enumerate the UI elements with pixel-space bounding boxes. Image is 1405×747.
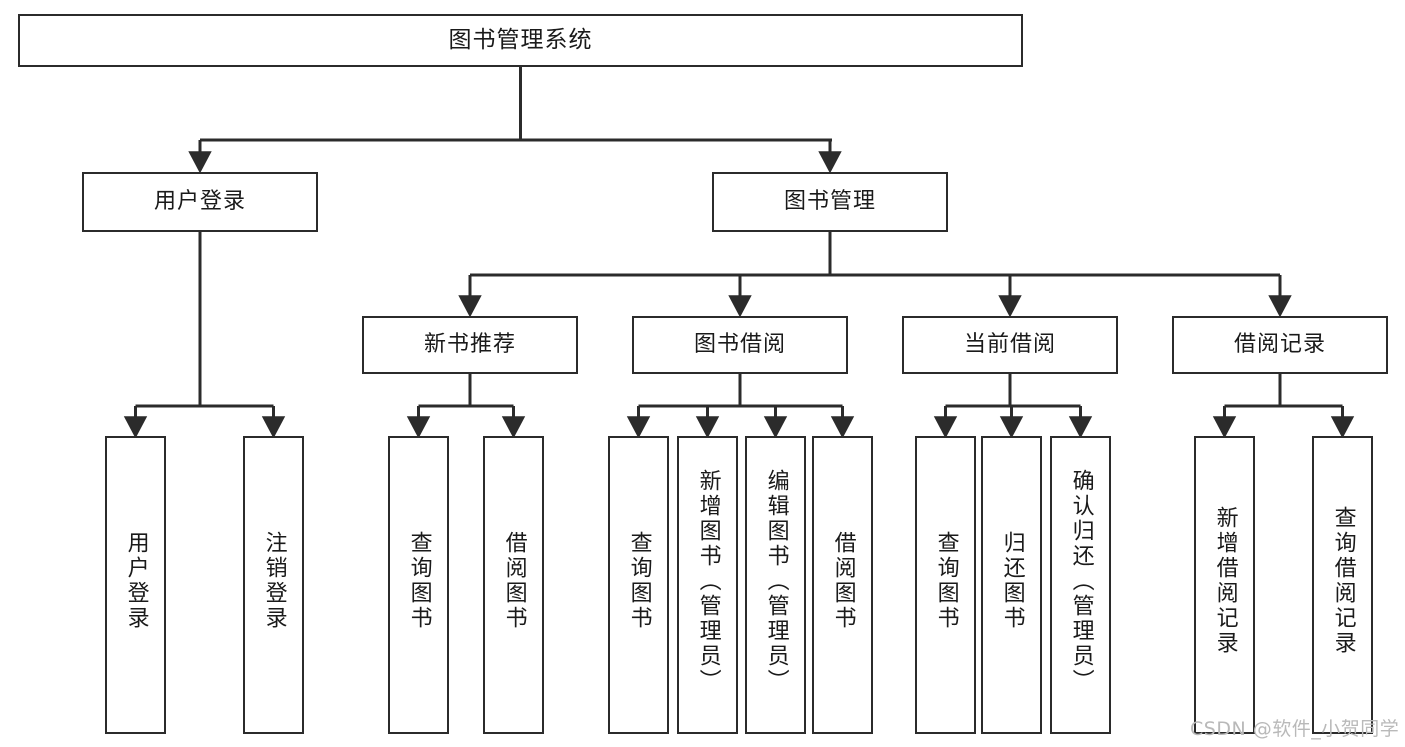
- node-leaf-add-book[interactable]: 新增图书（管理员）: [677, 436, 738, 734]
- node-new-book-rec[interactable]: 新书推荐: [362, 316, 578, 374]
- node-leaf-query-book-3[interactable]: 查询图书: [915, 436, 976, 734]
- node-leaf-user-login-label: 用户登录: [123, 531, 149, 631]
- node-leaf-user-logout[interactable]: 注销登录: [243, 436, 304, 734]
- node-leaf-borrow-book-2-label: 借阅图书: [830, 531, 856, 631]
- node-leaf-borrow-book-1-label: 借阅图书: [501, 531, 527, 631]
- node-leaf-query-book-2-label: 查询图书: [626, 531, 652, 631]
- node-leaf-return-book[interactable]: 归还图书: [981, 436, 1042, 734]
- node-borrow-record-label: 借阅记录: [1233, 331, 1326, 357]
- node-book-borrow[interactable]: 图书借阅: [632, 316, 848, 374]
- node-leaf-user-login[interactable]: 用户登录: [105, 436, 166, 734]
- node-leaf-add-record-label: 新增借阅记录: [1212, 506, 1238, 656]
- node-leaf-user-logout-label: 注销登录: [261, 531, 287, 631]
- csdn-watermark: CSDN @软件_小贺同学: [1190, 718, 1400, 740]
- node-leaf-confirm-return-label: 确认归还（管理员）: [1068, 468, 1094, 694]
- node-root-system[interactable]: 图书管理系统: [18, 14, 1023, 67]
- node-book-manage-label: 图书管理: [783, 188, 876, 214]
- node-leaf-query-book-2[interactable]: 查询图书: [608, 436, 669, 734]
- node-leaf-borrow-book-1[interactable]: 借阅图书: [483, 436, 544, 734]
- node-leaf-query-book-1[interactable]: 查询图书: [388, 436, 449, 734]
- node-leaf-add-book-label: 新增图书（管理员）: [695, 468, 721, 694]
- node-leaf-query-record-label: 查询借阅记录: [1330, 506, 1356, 656]
- node-leaf-edit-book[interactable]: 编辑图书（管理员）: [745, 436, 806, 734]
- node-user-login[interactable]: 用户登录: [82, 172, 318, 232]
- node-leaf-query-book-3-label: 查询图书: [933, 531, 959, 631]
- node-leaf-query-record[interactable]: 查询借阅记录: [1312, 436, 1373, 734]
- node-user-login-label: 用户登录: [153, 188, 246, 214]
- node-book-borrow-label: 图书借阅: [693, 331, 786, 357]
- node-current-borrow[interactable]: 当前借阅: [902, 316, 1118, 374]
- node-leaf-query-book-1-label: 查询图书: [406, 531, 432, 631]
- node-current-borrow-label: 当前借阅: [963, 331, 1056, 357]
- node-book-manage[interactable]: 图书管理: [712, 172, 948, 232]
- node-borrow-record[interactable]: 借阅记录: [1172, 316, 1388, 374]
- node-leaf-confirm-return[interactable]: 确认归还（管理员）: [1050, 436, 1111, 734]
- node-new-book-rec-label: 新书推荐: [423, 331, 516, 357]
- node-leaf-add-record[interactable]: 新增借阅记录: [1194, 436, 1255, 734]
- node-root-label: 图书管理系统: [448, 26, 593, 53]
- node-leaf-edit-book-label: 编辑图书（管理员）: [763, 468, 789, 694]
- node-leaf-return-book-label: 归还图书: [999, 531, 1025, 631]
- node-leaf-borrow-book-2[interactable]: 借阅图书: [812, 436, 873, 734]
